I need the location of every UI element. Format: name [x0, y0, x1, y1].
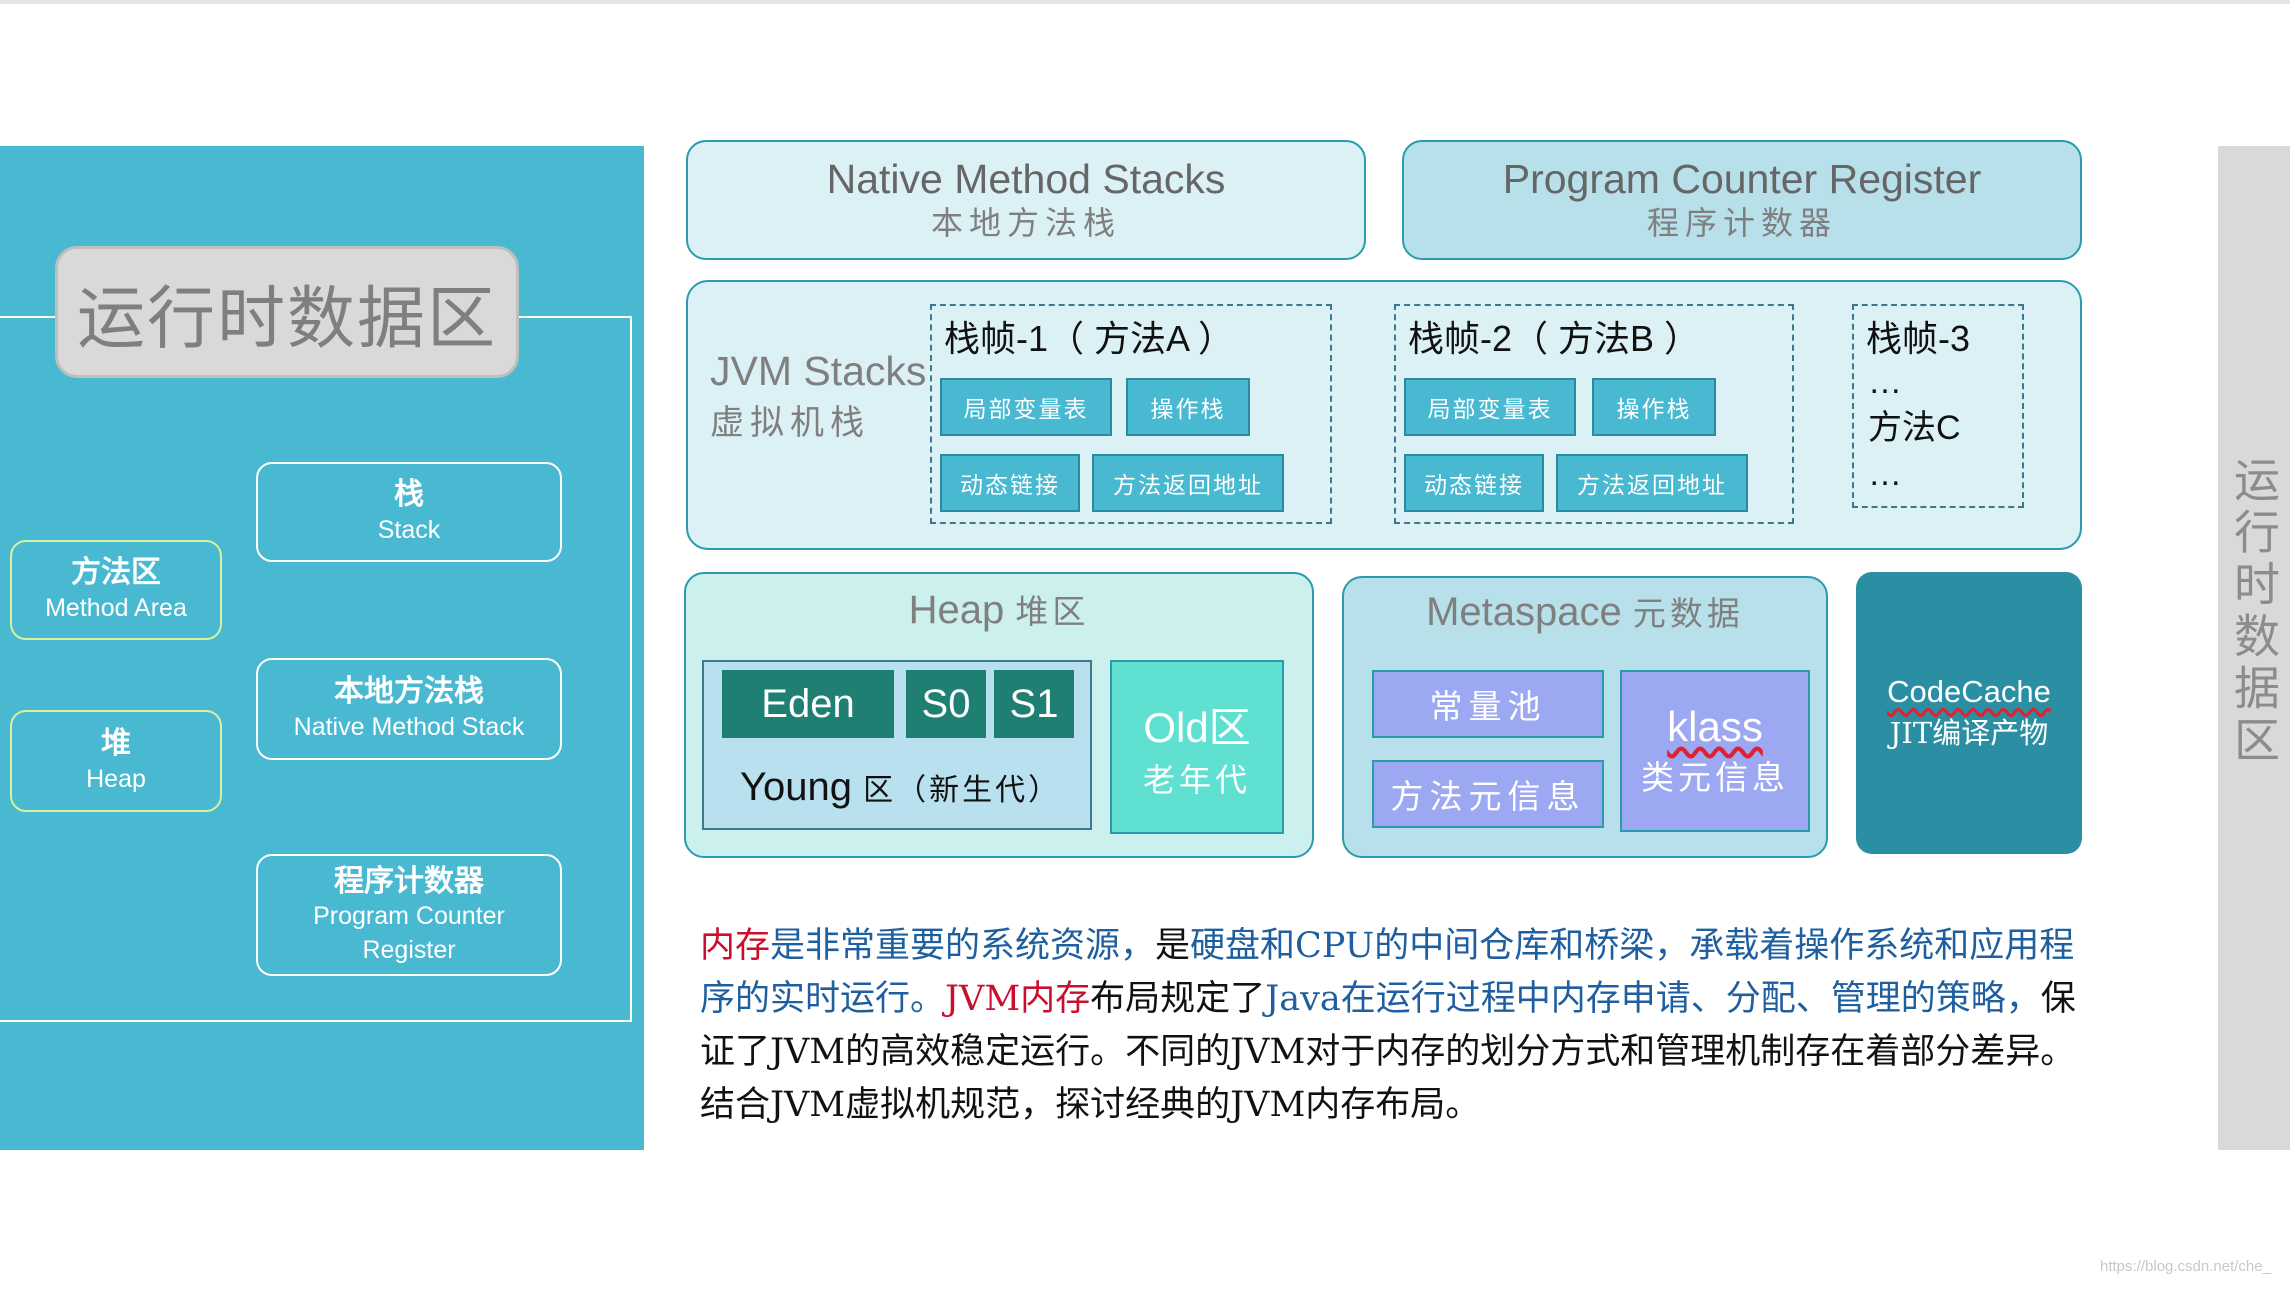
stack-frame-3-title: 栈帧-3 [1866, 318, 1971, 359]
paragraph-part-2: 是非常重要的系统资源， [770, 926, 1156, 966]
frame-2-local-variables: 局部变量表 [1404, 378, 1576, 436]
side-label: 运行时数据区 [2228, 456, 2280, 768]
native-method-stacks-subtitle: 本地方法栈 [930, 203, 1121, 242]
metaspace-title: Metaspace 元数据 [1342, 587, 1828, 635]
stack-frame-2 [1394, 304, 1794, 524]
stack-frame-3-ellipsis-top: … [1868, 363, 1902, 401]
description-paragraph: 内存是非常重要的系统资源，是硬盘和CPU的中间仓库和桥梁，承载着操作系统和应用程… [700, 920, 2090, 1132]
constant-pool-box: 常量池 [1372, 670, 1604, 738]
frame-2-return-address: 方法返回地址 [1556, 454, 1748, 512]
program-counter-register-title: Program Counter Register [1502, 155, 1982, 202]
native-method-stacks-title: Native Method Stacks [826, 155, 1226, 202]
paragraph-jvm-memory: JVM内存 [945, 979, 1091, 1019]
survivor-s1: S1 [994, 670, 1074, 738]
old-generation-label-zh: 老年代 [1142, 760, 1251, 799]
native-method-stack-box: 本地方法栈 Native Method Stack [256, 658, 562, 760]
paragraph-part-8: 保证了JVM的高效稳定运行。不同的JVM对于内存的划分方式和管理机制存在着部分差… [700, 979, 2076, 1125]
jvm-stacks-title: JVM Stacks 虚拟机栈 [710, 348, 926, 444]
heap-box: 堆 Heap [10, 710, 222, 812]
heap-label-zh: 堆 [101, 727, 131, 761]
stack-frame-1 [930, 304, 1332, 524]
jvm-stacks-title-zh: 虚拟机栈 [710, 403, 870, 443]
codecache-label-en: CodeCache [1887, 674, 2051, 709]
program-counter-register-subtitle: 程序计数器 [1646, 203, 1837, 242]
native-method-stack-label-en: Native Method Stack [293, 712, 525, 741]
program-counter-label-en-1: Program Counter [313, 902, 505, 930]
eden-space: Eden [722, 670, 894, 738]
young-label-en: Young [740, 765, 852, 809]
native-method-stack-label-zh: 本地方法栈 [334, 675, 484, 709]
watermark: https://blog.csdn.net/che_ [2100, 1258, 2271, 1275]
program-counter-label-en-2: Register [362, 935, 456, 964]
metaspace-title-zh: 元数据 [1632, 594, 1744, 633]
paragraph-part-7: Java在运行过程中内存申请、分配、管理的策略， [1265, 979, 2041, 1019]
stack-frame-3 [1852, 304, 2024, 508]
heap-area-title-en: Heap [908, 588, 1005, 632]
side-label-bar: 运行时数据区 [2218, 146, 2290, 1150]
method-area-label-zh: 方法区 [71, 556, 161, 590]
stack-frame-1-title: 栈帧-1（ 方法A ） [944, 318, 1235, 359]
metaspace-title-en: Metaspace [1426, 590, 1622, 634]
stack-frame-3-ellipsis-bottom: … [1868, 454, 1902, 493]
old-generation-box: Old区 老年代 [1110, 660, 1284, 834]
klass-label-en: klass [1667, 703, 1763, 750]
klass-metadata-box: klass 类元信息 [1620, 670, 1810, 832]
young-label-zh: 区（新生代） [863, 773, 1062, 808]
heap-area-title-zh: 堆区 [1015, 592, 1090, 631]
stack-frame-3-method: 方法C [1868, 408, 1961, 447]
paragraph-memory: 内存 [700, 926, 771, 966]
frame-2-operand-stack: 操作栈 [1592, 378, 1716, 436]
frame-2-dynamic-link: 动态链接 [1404, 454, 1544, 512]
program-counter-box: 程序计数器 Program Counter Register [256, 854, 562, 976]
heap-area-title: Heap 堆区 [684, 585, 1314, 633]
paragraph-part-3: 是 [1155, 926, 1191, 966]
frame-1-return-address: 方法返回地址 [1092, 454, 1284, 512]
frame-1-local-variables: 局部变量表 [940, 378, 1112, 436]
paragraph-part-4: 硬盘和CPU的中间仓库和桥梁，承载着操作系统和应用程序的实时运行。 [700, 926, 2075, 1019]
stack-frame-3-content: … 方法C … [1868, 360, 1961, 498]
young-generation-label: Young 区（新生代） [740, 765, 1061, 810]
codecache-label-zh: JIT编译产物 [1889, 716, 2049, 750]
program-counter-label-zh: 程序计数器 [334, 864, 484, 898]
codecache-box: CodeCache JIT编译产物 [1856, 572, 2082, 854]
runtime-data-area-title: 运行时数据区 [55, 246, 519, 378]
method-area-label-en: Method Area [45, 593, 187, 622]
stack-label-en: Stack [377, 515, 441, 544]
method-metadata-box: 方法元信息 [1372, 760, 1604, 828]
top-divider-line [0, 0, 2290, 4]
jvm-stacks-box [686, 280, 2082, 550]
old-generation-label-en: Old区 [1143, 703, 1251, 751]
survivor-s0: S0 [906, 670, 986, 738]
klass-label-zh: 类元信息 [1641, 758, 1789, 797]
method-area-box: 方法区 Method Area [10, 540, 222, 640]
heap-label-en: Heap [86, 764, 146, 793]
frame-1-dynamic-link: 动态链接 [940, 454, 1080, 512]
program-counter-register-box: Program Counter Register 程序计数器 [1402, 140, 2082, 260]
frame-1-operand-stack: 操作栈 [1126, 378, 1250, 436]
stack-label-zh: 栈 [394, 478, 424, 512]
native-method-stacks-box: Native Method Stacks 本地方法栈 [686, 140, 1366, 260]
stack-box: 栈 Stack [256, 462, 562, 562]
paragraph-part-6: 布局规定了 [1090, 979, 1266, 1019]
stack-frame-2-title: 栈帧-2（ 方法B ） [1408, 318, 1701, 359]
jvm-stacks-title-en: JVM Stacks [710, 348, 927, 394]
